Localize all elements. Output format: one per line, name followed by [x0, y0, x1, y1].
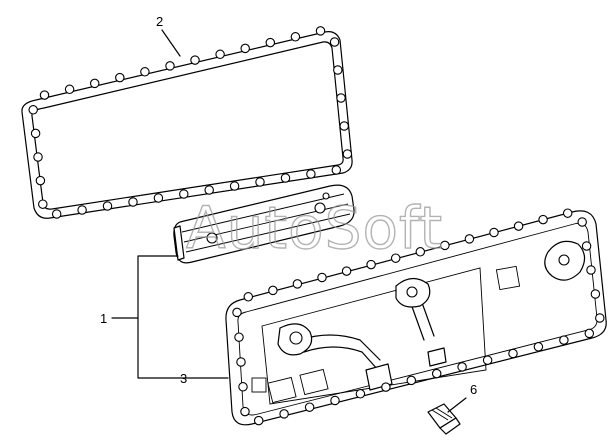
bolt-hole: [331, 165, 342, 175]
bolt-hole: [279, 409, 289, 419]
bolt-hole: [190, 55, 200, 65]
bolt-hole: [489, 227, 499, 238]
callout-1: 1: [100, 311, 107, 326]
bolt-hole: [336, 93, 346, 103]
bolt-hole: [440, 240, 450, 251]
bolt-hole: [290, 32, 301, 42]
leader-lines: [111, 29, 229, 379]
bolt-hole: [406, 375, 417, 386]
bolt-hole: [292, 279, 303, 289]
bolt-hole: [342, 149, 353, 159]
bolt-hole: [586, 265, 596, 275]
watermark-text: AutoSoft: [186, 194, 443, 262]
bolt-hole: [581, 241, 592, 251]
bolt-hole: [482, 355, 493, 365]
bolt-hole: [457, 362, 467, 372]
bolt-hole: [30, 128, 41, 139]
bolt-hole: [165, 61, 175, 71]
bolt-hole: [240, 406, 250, 417]
bolt-hole: [584, 328, 595, 339]
gasket-part-2: [21, 26, 353, 219]
bolt-hole: [39, 90, 50, 100]
bolt-hole: [240, 43, 250, 54]
bolt-hole: [533, 342, 544, 352]
bolt-hole: [253, 415, 264, 426]
bolt-hole: [355, 389, 366, 399]
bolt-hole: [381, 382, 391, 392]
bolt-hole: [366, 259, 376, 270]
bolt-hole: [329, 37, 340, 47]
bolt-hole: [236, 357, 246, 367]
bolt-hole: [140, 67, 150, 77]
bolt-hole: [38, 199, 48, 209]
bolt-hole: [243, 292, 254, 302]
bolt-hole: [234, 332, 244, 342]
bolt-hole: [102, 201, 113, 211]
oil-cooler-housing-part-3: [225, 208, 607, 426]
bolt-hole: [333, 65, 343, 75]
bolt-hole: [28, 105, 38, 115]
bolt-hole: [431, 368, 442, 379]
callout-2: 2: [156, 14, 163, 29]
bolt-hole: [390, 253, 401, 263]
bolt-hole: [513, 221, 524, 231]
bolt-hole: [77, 205, 87, 215]
bolt-hole: [204, 185, 214, 195]
bolt-hole: [304, 402, 315, 412]
bolt-hole: [268, 285, 278, 296]
bolt-hole: [317, 272, 327, 283]
bolt-hole: [35, 175, 46, 186]
bolt-hole: [590, 289, 601, 299]
housing-bolt-holes: [232, 208, 605, 426]
bolt-hole: [51, 209, 62, 219]
plug-part-6: [427, 397, 467, 435]
bolt-hole: [559, 335, 569, 345]
bolt-hole: [255, 177, 265, 187]
bolt-hole: [464, 234, 475, 244]
bolt-hole: [179, 189, 189, 199]
bolt-hole: [238, 382, 248, 392]
bolt-hole: [595, 313, 605, 323]
bolt-hole: [415, 247, 426, 257]
oil-cooler-core: [173, 184, 355, 264]
bolt-hole: [64, 84, 75, 95]
callout-6: 6: [470, 382, 477, 397]
bolt-hole: [538, 214, 548, 225]
bolt-hole: [153, 193, 164, 203]
bolt-hole: [89, 78, 100, 89]
bolt-hole: [330, 395, 340, 406]
bolt-hole: [341, 266, 352, 276]
bolt-hole: [215, 49, 225, 60]
bolt-hole: [306, 169, 316, 179]
bolt-hole: [577, 217, 587, 227]
bolt-hole: [339, 121, 349, 131]
bolt-hole: [280, 173, 291, 183]
bolt-hole: [562, 208, 573, 218]
bolt-hole: [232, 307, 242, 318]
bolt-hole: [128, 197, 138, 207]
bolt-hole: [265, 37, 276, 48]
callout-3: 3: [180, 371, 187, 386]
bolt-hole: [229, 181, 240, 191]
bolt-hole: [33, 152, 43, 162]
bolt-hole: [315, 26, 326, 36]
bolt-hole: [508, 348, 518, 359]
gasket-bolt-holes: [28, 26, 353, 219]
bolt-hole: [115, 72, 125, 83]
